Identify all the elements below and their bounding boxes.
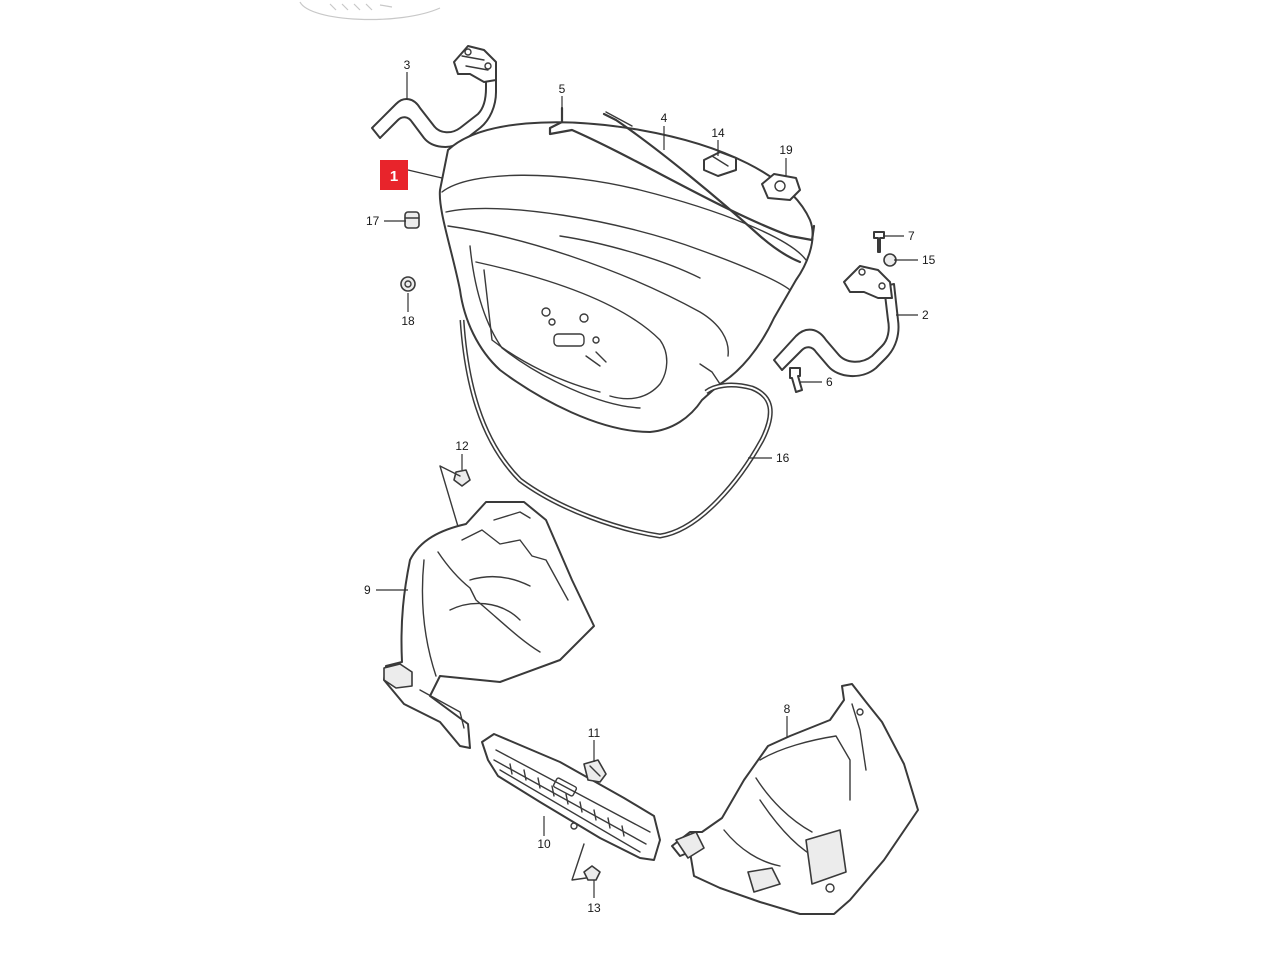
part-13-clip[interactable] [571, 843, 601, 881]
part-1-trunk-lid[interactable] [438, 121, 814, 433]
part-7-bolt[interactable] [873, 231, 885, 253]
part-18-grommet[interactable] [400, 276, 416, 292]
callout-3[interactable]: 3 [404, 58, 411, 72]
part-9-left-side-trim[interactable] [383, 501, 595, 749]
callout-17[interactable]: 17 [366, 214, 380, 228]
leader-lines [376, 72, 918, 898]
part-6-bolt[interactable] [789, 367, 803, 393]
callout-7[interactable]: 7 [908, 229, 915, 243]
callout-1-highlight [380, 160, 408, 190]
callout-11[interactable]: 11 [588, 726, 601, 740]
part-17-bumper[interactable] [404, 211, 420, 229]
callout-4[interactable]: 4 [661, 111, 668, 125]
callout-8[interactable]: 8 [784, 702, 791, 716]
callout-6[interactable]: 6 [826, 375, 833, 389]
part-14-clip[interactable] [703, 151, 737, 177]
callout-14[interactable]: 14 [711, 126, 725, 140]
callout-19[interactable]: 19 [779, 143, 793, 157]
callout-2[interactable]: 2 [922, 308, 929, 322]
part-10-sill-trim[interactable] [481, 733, 661, 861]
part-5-rod[interactable] [548, 106, 816, 242]
callout-1[interactable]: 1 [390, 168, 398, 185]
part-3-left-hinge[interactable] [371, 45, 497, 148]
header-fragment [299, 1, 441, 21]
part-2-right-hinge[interactable] [773, 265, 900, 377]
part-16-weatherstrip[interactable] [459, 319, 773, 539]
callout-labels: 1 2 3 4 5 6 7 8 9 10 11 12 13 14 15 16 1… [364, 58, 936, 915]
callout-9[interactable]: 9 [364, 583, 371, 597]
part-8-right-side-trim[interactable] [671, 683, 919, 915]
callout-13[interactable]: 13 [587, 901, 601, 915]
part-19-latch[interactable] [761, 173, 801, 201]
part-4-cable[interactable] [602, 111, 802, 264]
callout-16[interactable]: 16 [776, 451, 790, 465]
callout-10[interactable]: 10 [537, 837, 551, 851]
leader-1 [407, 169, 443, 179]
part-11-clip[interactable] [583, 759, 607, 783]
callout-18[interactable]: 18 [401, 314, 415, 328]
callout-15[interactable]: 15 [922, 253, 936, 267]
callout-12[interactable]: 12 [455, 439, 469, 453]
callout-5[interactable]: 5 [559, 82, 566, 96]
